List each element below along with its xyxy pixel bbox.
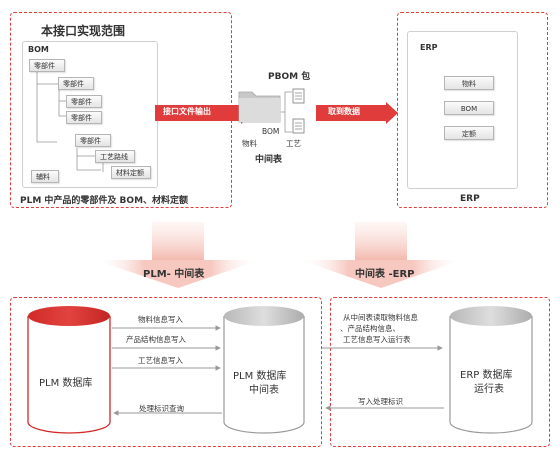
arrow-interface-output [155,102,253,124]
erp-box [397,12,548,208]
arrow-flag-query: 处理标识查询 [139,404,184,413]
arrow-structure-info-write: 产品结构信息写入 [126,335,186,344]
pbom-title: PBOM 包 [268,72,311,82]
bom-node-process-route: 工艺路线 [95,150,135,163]
middle-table-cylinder [223,306,305,434]
bottom-right-arrows [322,345,444,411]
transfer-band [95,222,462,288]
plm-database-label: PLM 数据库 [39,378,93,389]
bracket-lines [281,91,292,133]
pbom-bom-label: BOM [262,127,280,136]
erp-database-cylinder [449,306,533,434]
erp-db-label-1: ERP 数据库 [460,370,513,381]
write-flag-text: 写入处理标识 [358,397,403,406]
bottom-left-arrows [112,325,222,416]
bom-node-part: 零部件 [29,59,65,72]
middle-table-db-label-1: PLM 数据库 [233,371,287,382]
erp-inner-title: ERP [420,43,438,52]
pbom-material-label: 物料 [242,139,257,148]
arrow-get-data [316,102,398,124]
arrow-process-info-write: 工艺信息写入 [138,356,183,365]
bom-node-part: 零部件 [58,77,94,90]
plm-database-cylinder [27,306,111,434]
bom-node-auxiliary: 辅料 [31,170,59,183]
erp-inner-panel: ERP 物料 BOM 定额 [407,31,518,189]
middle-table-label: 中间表 [255,155,283,165]
bottom-left-box [10,297,322,447]
folder-icon [238,91,281,123]
bom-node-part: 零部件 [66,111,102,124]
pbom-process-label: 工艺 [286,139,301,148]
bom-node-part: 零部件 [66,95,102,108]
erp-box-caption: ERP [460,194,480,204]
erp-item-quota: 定额 [444,126,494,140]
middle-table-db-label-2: 中间表 [249,385,279,396]
arrow-material-info-write: 物料信息写入 [138,315,183,324]
read-from-middle-text-1: 从中间表读取物料信息 [343,313,418,322]
arrow-interface-output-label: 接口文件输出 [163,107,211,116]
bom-node-material-quota: 材料定额 [111,166,151,179]
plm-scope-title: 本接口实现范围 [41,24,126,38]
document-icon [292,88,305,104]
erp-db-label-2: 运行表 [474,384,504,395]
document-icon [292,118,305,134]
plm-scope-caption: PLM 中产品的零部件及 BOM、材料定额 [20,196,189,206]
bom-tree-lines [36,72,104,172]
read-from-middle-text-3: 工艺信息写入运行表 [343,335,411,344]
plm-inner-panel: BOM 零部件 零部件 零部件 零部件 零部件 工艺路线 材料定额 辅料 [22,41,158,188]
bom-label: BOM [28,45,49,54]
arrow-get-data-label: 取到数据 [328,107,360,116]
read-from-middle-text-2: 、产品结构信息、 [340,324,400,333]
bottom-right-box [330,297,550,447]
bom-node-part: 零部件 [75,134,111,147]
transfer-right-label: 中间表 -ERP [355,269,415,280]
transfer-left-label: PLM- 中间表 [143,269,205,280]
erp-item-material: 物料 [444,76,494,90]
erp-item-bom: BOM [444,101,494,115]
